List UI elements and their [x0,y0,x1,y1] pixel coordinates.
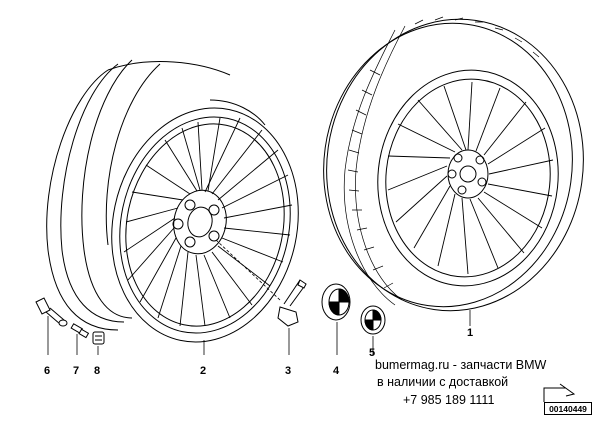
part-label-6: 6 [44,365,50,377]
wheel-bolt-drawing [277,279,307,327]
part-label-7: 7 [73,365,79,377]
leader-lines [47,239,471,355]
part-label-2: 2 [200,365,206,377]
watermark-line-stock: в наличии с доставкой [377,375,509,389]
watermark-line-site: bumermag.ru - запчасти BMW [375,358,547,372]
valve-cap-drawing [92,331,105,345]
wheel-with-tyre-drawing [323,16,584,312]
valve-drawing [35,297,68,327]
part-label-3: 3 [285,365,291,377]
part-label-5: 5 [369,347,375,359]
part-label-1: 1 [467,327,473,339]
valve-insert-drawing [70,323,90,339]
diagram-code: 00140449 [544,402,592,415]
part-label-4: 4 [333,365,340,377]
hub-cap-drawing [321,283,351,321]
watermark-line-phone: +7 985 189 1111 [403,393,495,407]
code-box-marker [543,383,576,402]
emblem-drawing [360,305,386,335]
part-label-8: 8 [94,365,100,377]
alloy-rim-drawing [46,59,299,343]
